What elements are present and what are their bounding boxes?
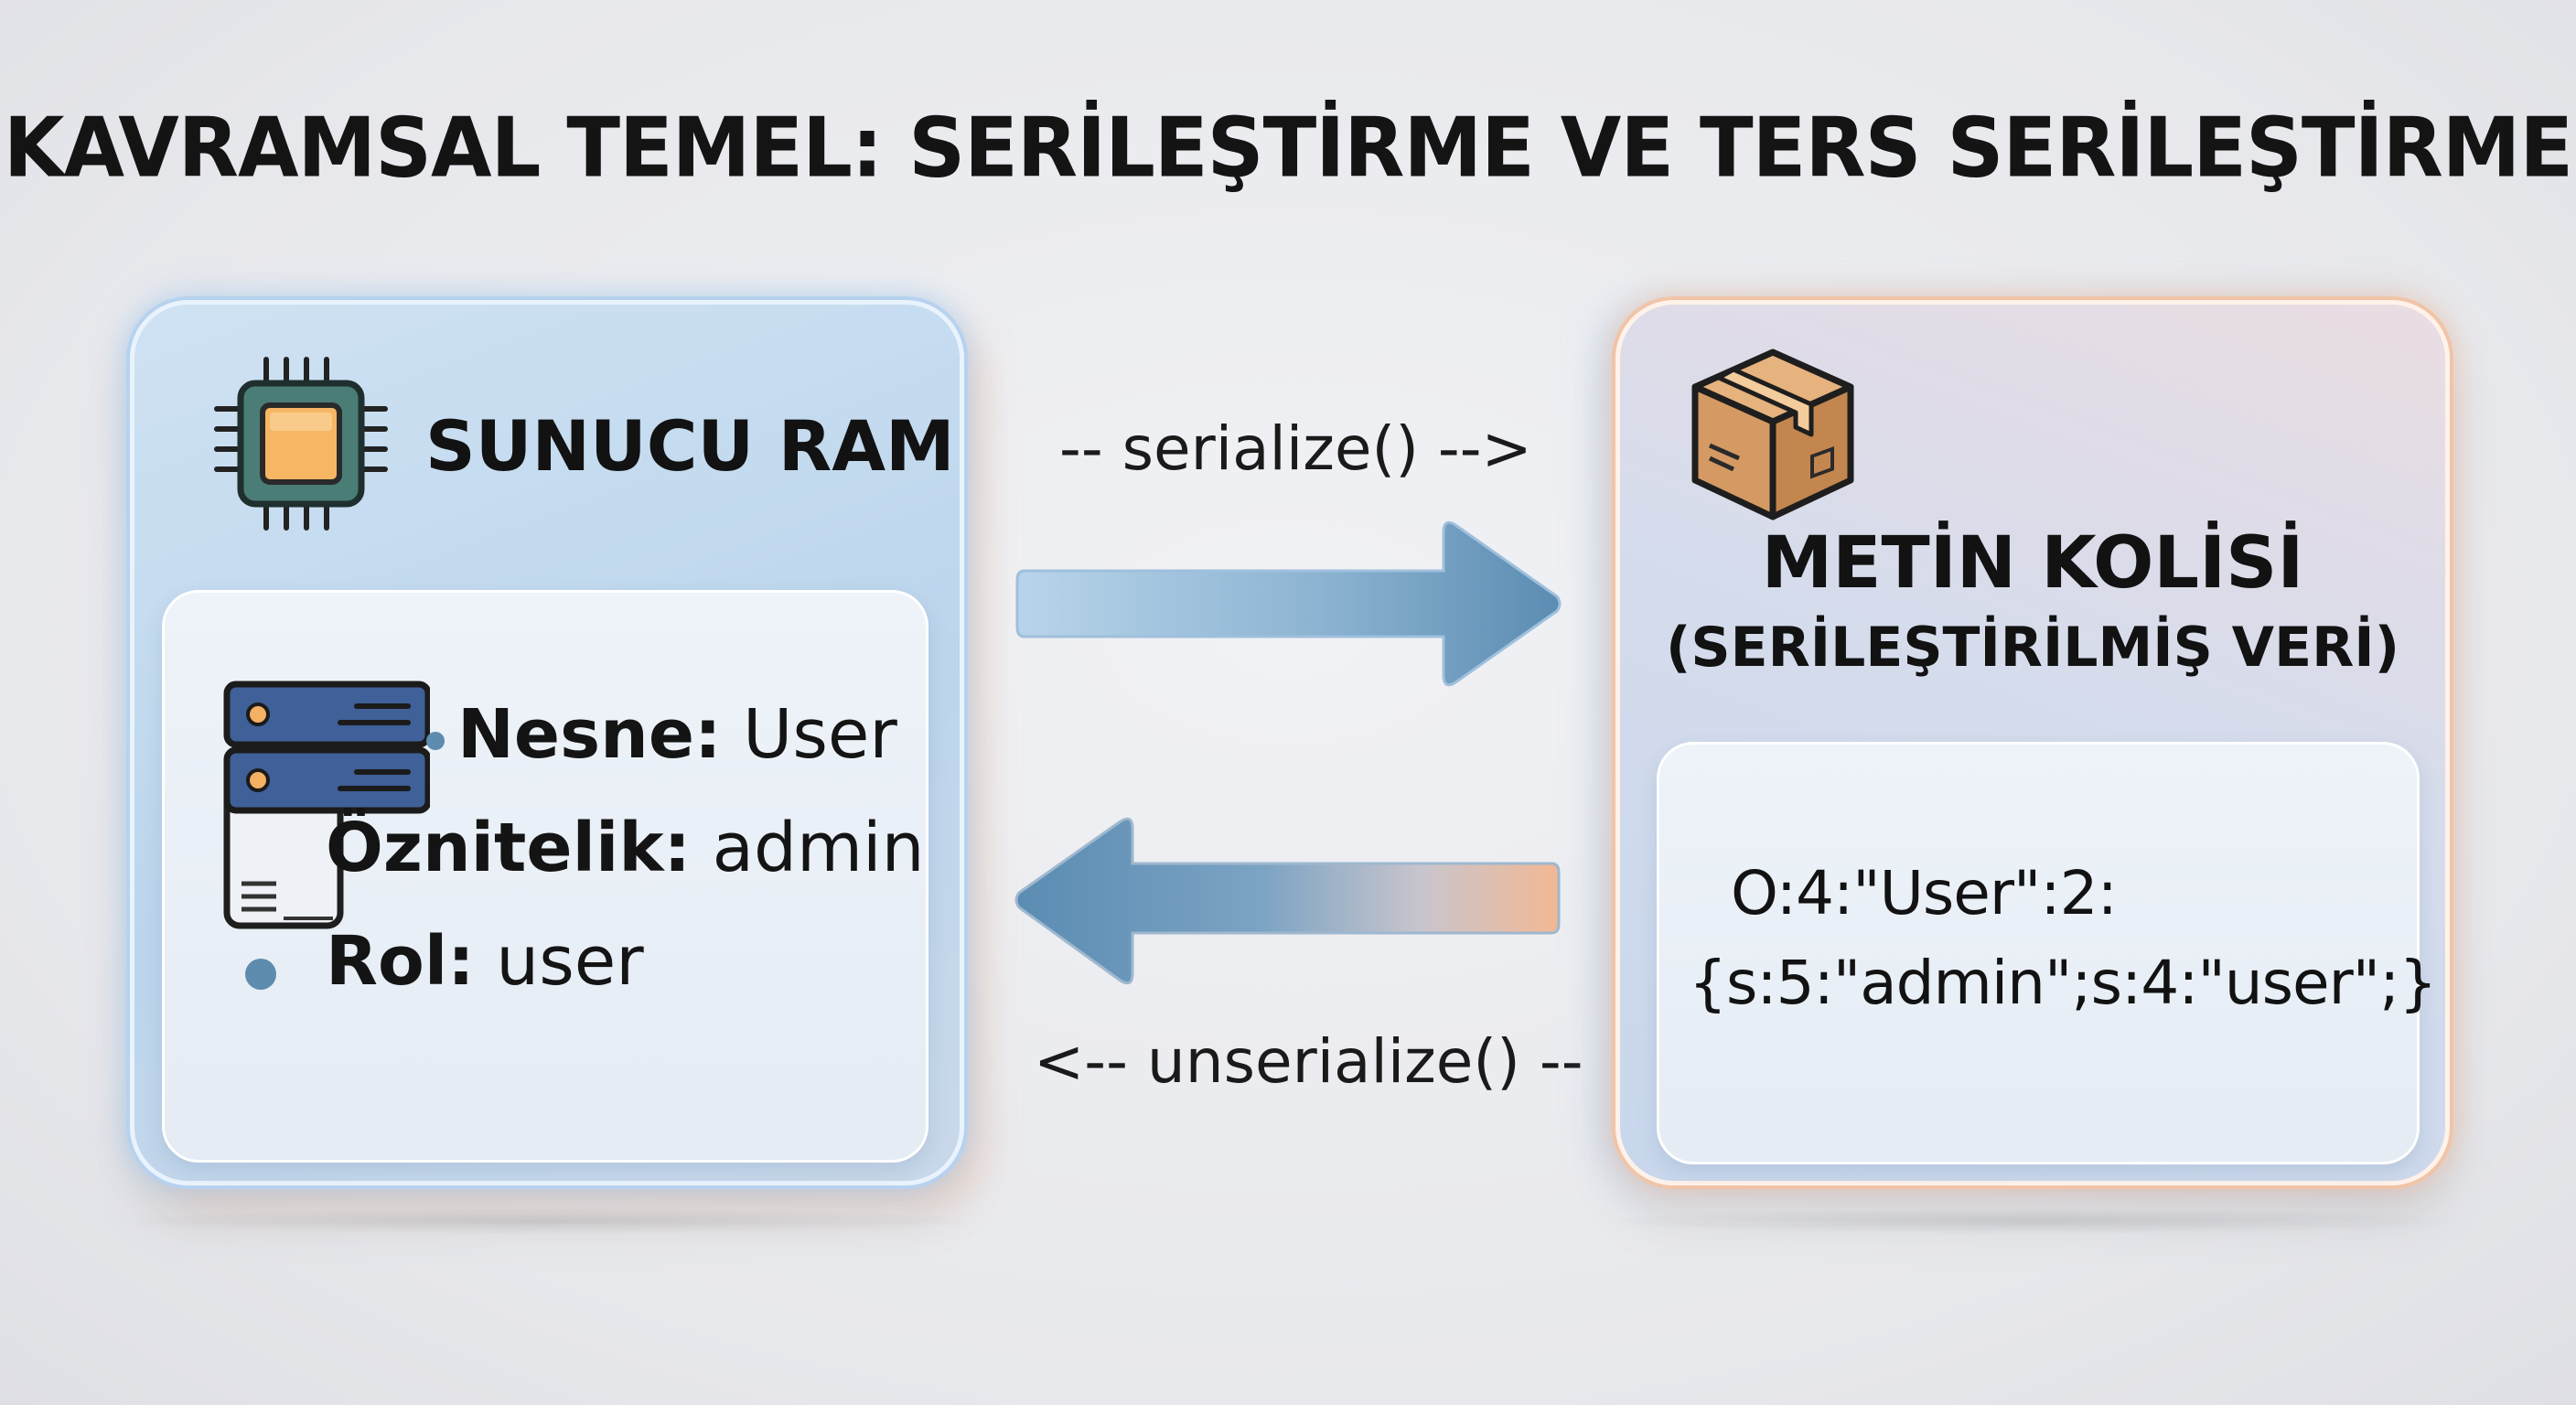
serialize-label: -- serialize() --> (1059, 413, 1532, 484)
server-stack-icon (223, 681, 430, 929)
server-ram-heading: SUNUCU RAM (425, 405, 955, 487)
text-package-panel: METİN KOLİSİ (SERİLEŞTİRİLMİŞ VERİ) O:4:… (1615, 300, 2450, 1185)
bullet-dot (426, 732, 445, 750)
right-panel-shadow (1586, 1207, 2483, 1235)
server-ram-panel: SUNUCU RAM Nesne: User Öznitelik: admin … (130, 300, 964, 1185)
left-panel-shadow (99, 1207, 995, 1235)
serialized-data-subheading: (SERİLEŞTİRİLMİŞ VERİ) (1665, 616, 2400, 680)
serialized-string-line-1: O:4:"User":2: (1731, 858, 2118, 928)
attribute-rol: Rol: user (326, 922, 644, 1001)
unserialize-arrow (1014, 817, 1561, 985)
serialized-string-line-2: {s:5:"admin";s:4:"user";} (1689, 948, 2437, 1018)
bullet-dot (245, 959, 276, 990)
page-title: KAVRAMSAL TEMEL: SERİLEŞTİRME VE TERS SE… (3, 100, 2573, 197)
serialized-string-card: O:4:"User":2: {s:5:"admin";s:4:"user";} (1657, 742, 2437, 1164)
attribute-nesne: Nesne: User (457, 695, 897, 774)
cpu-chip-icon (214, 357, 388, 531)
text-package-heading: METİN KOLİSİ (1761, 522, 2304, 605)
unserialize-label: <-- unserialize() -- (1034, 1026, 1583, 1097)
attribute-oznitelik: Öznitelik: admin (326, 809, 925, 887)
cardboard-box-icon (1691, 349, 1854, 520)
object-card: Nesne: User Öznitelik: admin Rol: user (162, 590, 928, 1163)
serialize-arrow (1015, 520, 1562, 687)
